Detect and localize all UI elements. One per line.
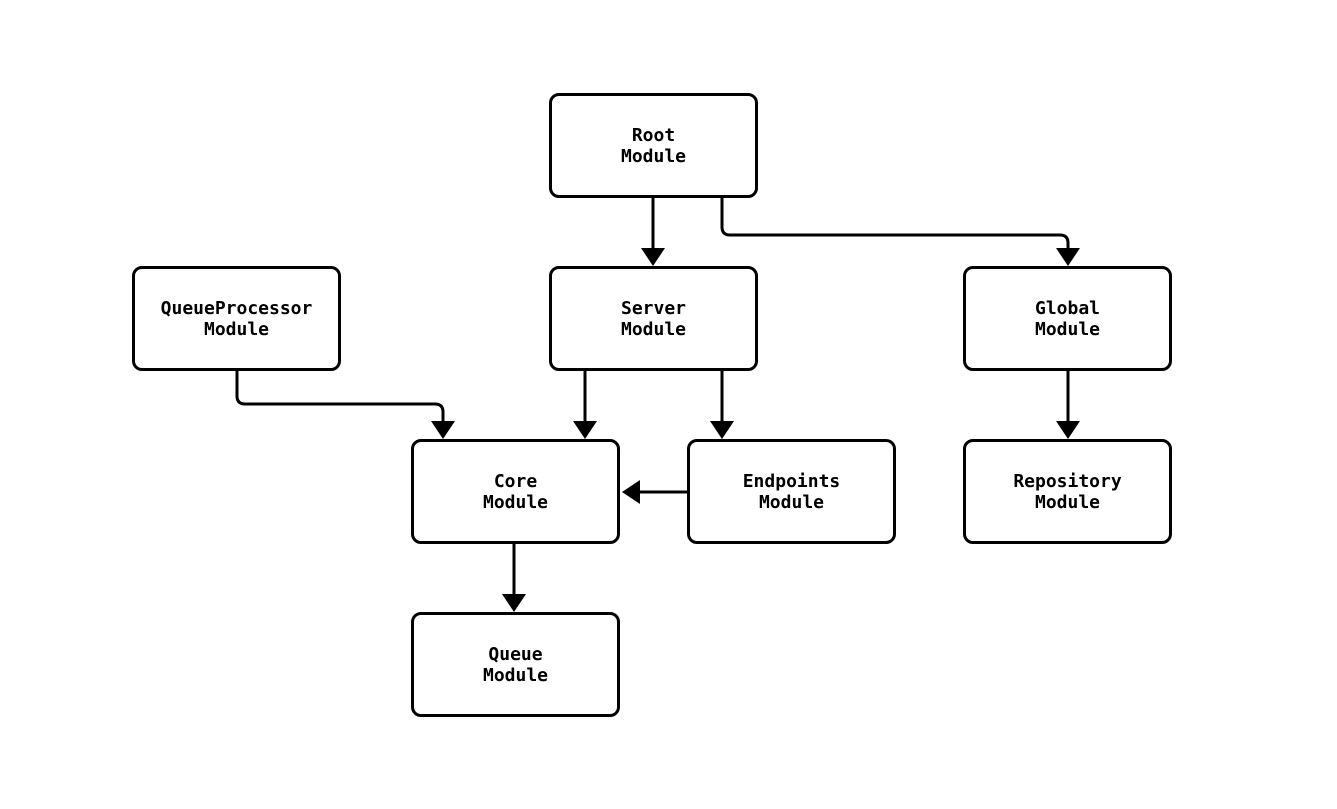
node-root-module: Root Module (549, 93, 758, 198)
node-repository-module: Repository Module (963, 439, 1172, 544)
node-core-module: Core Module (411, 439, 620, 544)
edge-root-to-global (720, 196, 1080, 266)
node-queue-module: Queue Module (411, 612, 620, 717)
node-queueprocessor-module: QueueProcessor Module (132, 266, 341, 371)
edge-global-to-repository (1056, 369, 1080, 439)
node-global-module: Global Module (963, 266, 1172, 371)
node-server-module: Server Module (549, 266, 758, 371)
edge-queueprocessor-to-core (235, 369, 455, 439)
edge-server-to-core (573, 369, 597, 439)
edge-core-to-queue (502, 542, 526, 612)
edge-endpoints-to-core (622, 480, 688, 504)
node-endpoints-module: Endpoints Module (687, 439, 896, 544)
edge-server-to-endpoints (710, 369, 734, 439)
edge-root-to-server (641, 196, 665, 266)
